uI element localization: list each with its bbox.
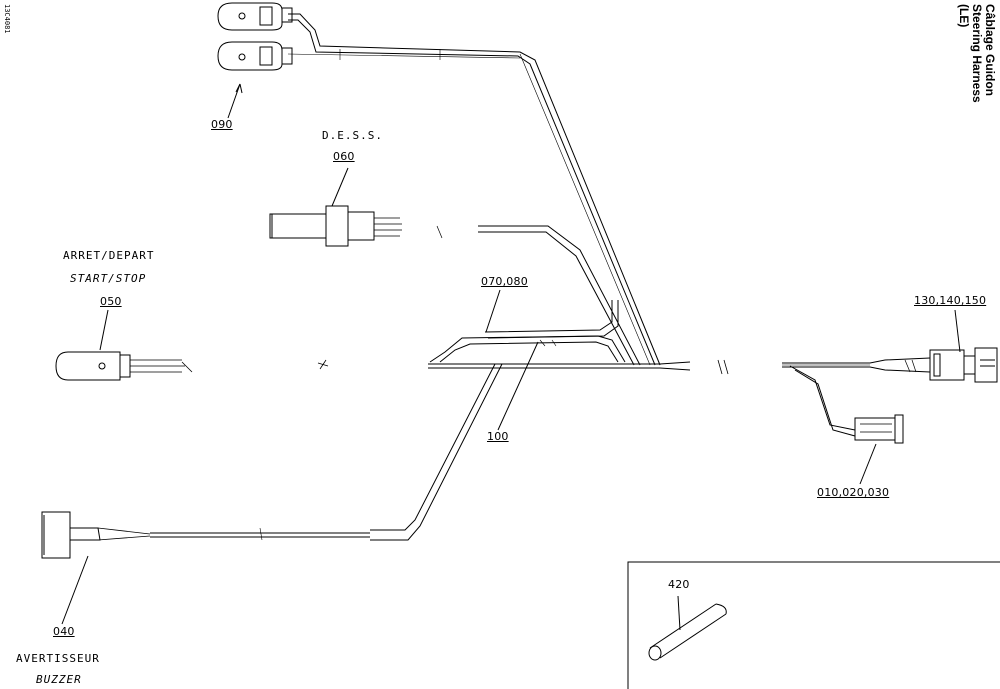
label-040: 040 <box>53 625 75 638</box>
label-070-080: 070,080 <box>481 275 528 288</box>
caption-start-stop-en: START/STOP <box>70 272 147 285</box>
part-420-inset <box>627 561 1000 689</box>
caption-dess: D.E.S.S. <box>322 129 383 142</box>
label-010-020-030: 010,020,030 <box>817 486 890 499</box>
main-harness-trunk <box>317 359 729 375</box>
diagram-title: Câblage Guidon Steering Harness (LE) <box>957 4 997 103</box>
label-060: 060 <box>333 150 355 163</box>
caption-start-stop-fr: ARRET/DEPART <box>63 249 155 262</box>
label-130-140-150: 130,140,150 <box>914 294 987 307</box>
label-420: 420 <box>668 578 690 591</box>
title-line-fr: Câblage Guidon <box>983 4 997 97</box>
branch-090 <box>217 2 661 366</box>
caption-buzzer-fr: AVERTISSEUR <box>16 652 100 665</box>
label-050: 050 <box>100 295 122 308</box>
title-line-variant: (LE) <box>957 4 971 28</box>
figure-code: 13C4081 <box>3 4 11 34</box>
branch-050 <box>55 309 193 381</box>
caption-buzzer-en: BUZZER <box>36 673 82 686</box>
right-harness <box>782 347 998 383</box>
title-line-en: Steering Harness <box>970 4 984 103</box>
branch-060 <box>269 167 641 366</box>
branch-040 <box>41 363 503 625</box>
label-100: 100 <box>487 430 509 443</box>
right-leaders <box>859 309 961 485</box>
branch-070-080 <box>429 289 626 431</box>
branch-010-020-030 <box>789 365 904 444</box>
label-090: 090 <box>211 118 233 131</box>
